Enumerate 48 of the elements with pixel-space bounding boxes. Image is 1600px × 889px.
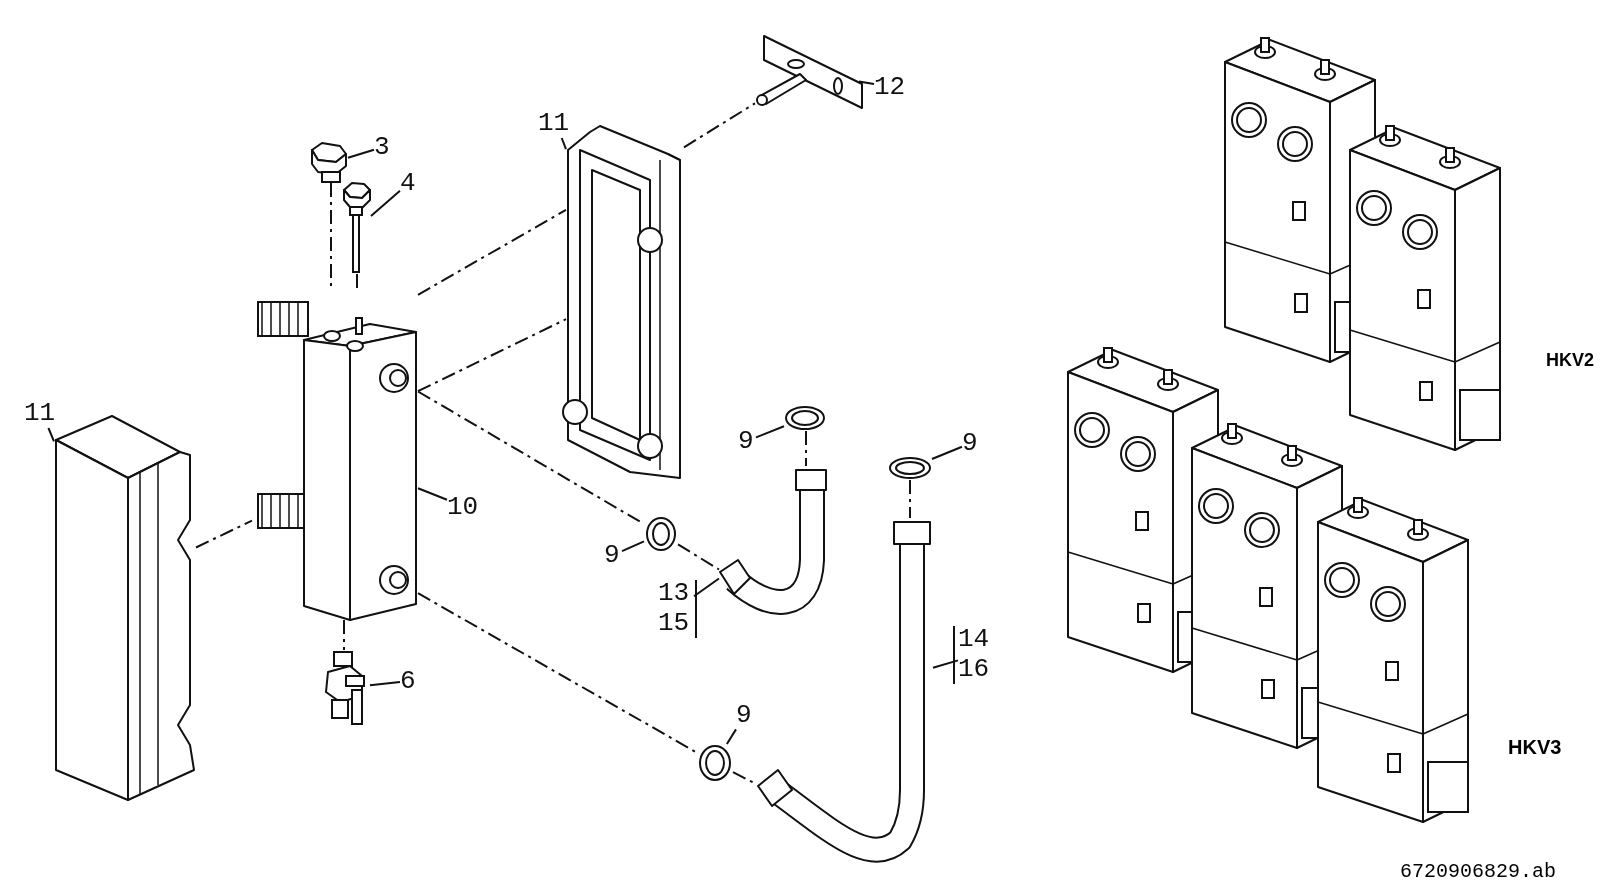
insulation-shell-drawing [54,414,196,804]
pipe-drawing [719,466,825,616]
drawing-number: 6720906829.ab [1400,860,1557,883]
gasket-drawing [697,744,733,782]
plug-drawing [343,182,371,274]
leader-line [560,137,567,151]
leader-line [858,80,875,85]
leader-line [755,425,785,439]
callout-number: 11 [24,398,60,428]
leader-line [370,189,401,217]
callout-number: 9 [738,426,756,456]
series-label: HKV2 [1546,350,1594,371]
callout-number: 4 [400,168,418,198]
callout-number: 9 [736,700,754,730]
leader-line [931,445,963,460]
callout-number: 11 [538,108,574,138]
air-vent-drawing [314,143,348,183]
callout-number: 9 [604,540,622,570]
gasket-drawing [644,516,678,552]
assembly-line [343,619,345,651]
assembly-line [417,318,567,393]
assembly-line [417,208,567,296]
callout-number: 6 [400,666,418,696]
assembly-line [805,430,807,467]
series-label: HKV3 [1508,736,1562,759]
callout-number: 3 [374,132,392,162]
callout-number: 10 [447,492,483,522]
leader-line [47,427,55,443]
callout-number: 13 [658,578,691,608]
gasket-drawing [784,405,826,431]
leader-line [347,148,375,159]
leader-line [725,728,737,745]
callout-number: 15 [658,608,691,638]
assembly-line [356,273,358,291]
callout-number: 9 [962,428,980,458]
assembly-line [677,543,720,571]
assembly-line [195,519,253,549]
leader-line [369,681,401,687]
leader-line [932,659,959,669]
callout-number: 14 [958,624,991,654]
assembly-line [909,479,911,519]
callout-number: 12 [874,72,910,102]
assembly-line [417,592,698,754]
gasket-drawing [888,456,932,480]
callout-number: 16 [958,654,991,684]
leader-line [621,540,645,553]
leader-line [693,577,720,598]
leader-line [417,487,448,501]
